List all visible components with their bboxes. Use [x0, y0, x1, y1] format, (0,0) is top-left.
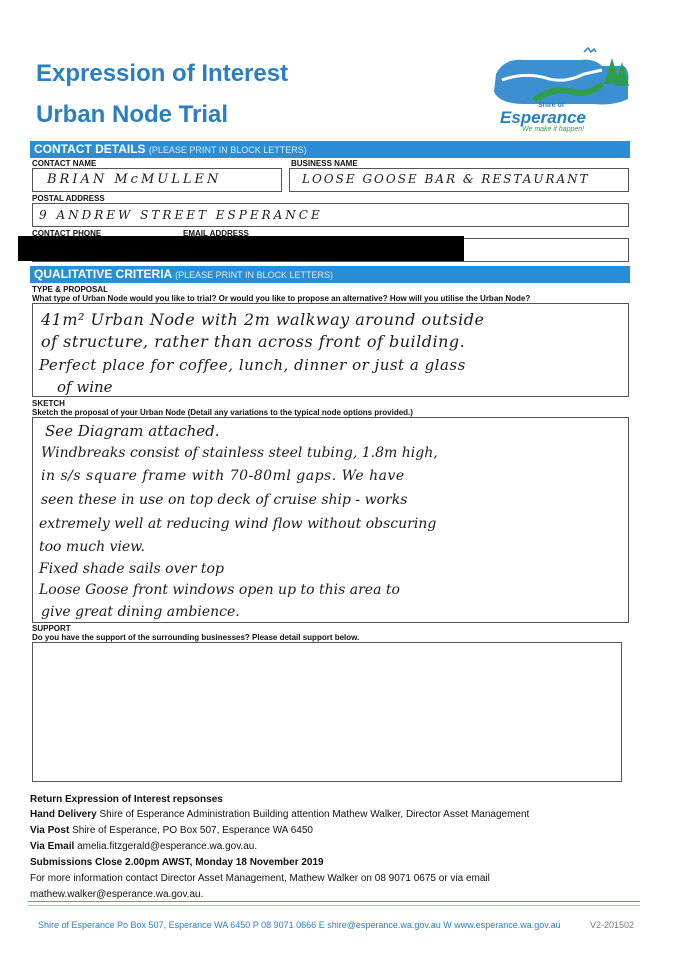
more-info: For more information contact Director As…: [30, 873, 490, 884]
email-text[interactable]: amelia.fitzgerald@esperance.wa.gov.au.: [77, 841, 258, 852]
footer-divider: [28, 905, 640, 906]
support-question: Do you have the support of the surroundi…: [32, 633, 360, 642]
footer-divider: [28, 901, 640, 902]
shire-logo: Shire of Esperance We make it happen!: [484, 44, 634, 133]
business-name-field[interactable]: LOOSE GOOSE BAR & RESTAURANT: [289, 168, 629, 192]
sketch-label: SKETCH: [32, 399, 65, 408]
qualitative-section-note: (PLEASE PRINT IN BLOCK LETTERS): [175, 270, 333, 280]
email-label: Via Email: [30, 841, 75, 852]
redaction-block: [18, 236, 464, 261]
email-address-label: EMAIL ADDRESS: [183, 229, 249, 238]
sketch-line: too much view.: [39, 539, 145, 555]
contact-name-label: CONTACT NAME: [32, 159, 97, 168]
contact-section-title: CONTACT DETAILS: [34, 142, 146, 156]
version-code: V2-201502: [590, 920, 635, 930]
postal-address-field[interactable]: 9 ANDREW STREET ESPERANCE: [32, 203, 629, 227]
support-label: SUPPORT: [32, 624, 71, 633]
sketch-line: seen these in use on top deck of cruise …: [41, 492, 408, 508]
type-line: 41m² Urban Node with 2m walkway around o…: [41, 310, 485, 329]
hand-delivery-label: Hand Delivery: [30, 809, 97, 820]
type-proposal-question: What type of Urban Node would you like t…: [32, 294, 531, 303]
type-line: of wine: [57, 378, 113, 396]
more-info-email[interactable]: mathew.walker@esperance.wa.gov.au.: [30, 889, 204, 900]
sketch-line: in s/s square frame with 70-80ml gaps. W…: [41, 468, 405, 484]
return-heading: Return Expression of Interest repsonses: [30, 794, 223, 805]
footer-address: Shire of Esperance Po Box 507, Esperance…: [38, 920, 561, 930]
type-proposal-field[interactable]: 41m² Urban Node with 2m walkway around o…: [32, 303, 629, 397]
business-name-label: BUSINESS NAME: [291, 159, 358, 168]
sketch-line: See Diagram attached.: [45, 422, 220, 440]
page-title: Expression of Interest: [36, 60, 289, 87]
esperance-logo-icon: [494, 46, 629, 105]
email-line: Via Email amelia.fitzgerald@esperance.wa…: [30, 841, 257, 852]
support-field[interactable]: [32, 642, 622, 782]
type-line: of structure, rather than across front o…: [41, 332, 466, 351]
sketch-line: Loose Goose front windows open up to thi…: [39, 582, 400, 598]
sketch-line: Fixed shade sails over top: [39, 561, 224, 577]
type-proposal-label: TYPE & PROPOSAL: [32, 285, 109, 294]
postal-address-label: POSTAL ADDRESS: [32, 194, 105, 203]
logo-name: Esperance: [500, 108, 586, 127]
contact-name-value: BRIAN McMULLEN: [47, 172, 222, 187]
post-text: Shire of Esperance, PO Box 507, Esperanc…: [72, 825, 313, 836]
type-line: Perfect place for coffee, lunch, dinner …: [39, 356, 466, 374]
hand-delivery-text: Shire of Esperance Administration Buildi…: [99, 809, 530, 820]
hand-delivery-line: Hand Delivery Shire of Esperance Adminis…: [30, 809, 529, 820]
business-name-value: LOOSE GOOSE BAR & RESTAURANT: [302, 172, 590, 186]
contact-phone-label: CONTACT PHONE: [32, 229, 102, 238]
postal-address-value: 9 ANDREW STREET ESPERANCE: [39, 208, 323, 222]
sketch-line: Windbreaks consist of stainless steel tu…: [41, 445, 438, 461]
page-subtitle: Urban Node Trial: [36, 101, 229, 128]
post-label: Via Post: [30, 825, 70, 836]
sketch-field[interactable]: See Diagram attached. Windbreaks consist…: [32, 417, 629, 623]
sketch-line: extremely well at reducing wind flow wit…: [39, 516, 437, 532]
post-line: Via Post Shire of Esperance, PO Box 507,…: [30, 825, 313, 836]
contact-section-note: (PLEASE PRINT IN BLOCK LETTERS): [148, 145, 307, 155]
sketch-question: Sketch the proposal of your Urban Node (…: [32, 408, 413, 417]
contact-name-field[interactable]: BRIAN McMULLEN: [32, 168, 282, 192]
close-date: Submissions Close 2.00pm AWST, Monday 18…: [30, 857, 324, 868]
logo-top-text: Shire of: [538, 102, 565, 109]
sketch-line: give great dining ambience.: [41, 604, 240, 620]
contact-section-bar: CONTACT DETAILS (PLEASE PRINT IN BLOCK L…: [30, 141, 630, 158]
qualitative-section-title: QUALITATIVE CRITERIA: [34, 267, 172, 281]
logo-tagline: We make it happen!: [522, 126, 585, 133]
qualitative-section-bar: QUALITATIVE CRITERIA (PLEASE PRINT IN BL…: [30, 266, 630, 283]
